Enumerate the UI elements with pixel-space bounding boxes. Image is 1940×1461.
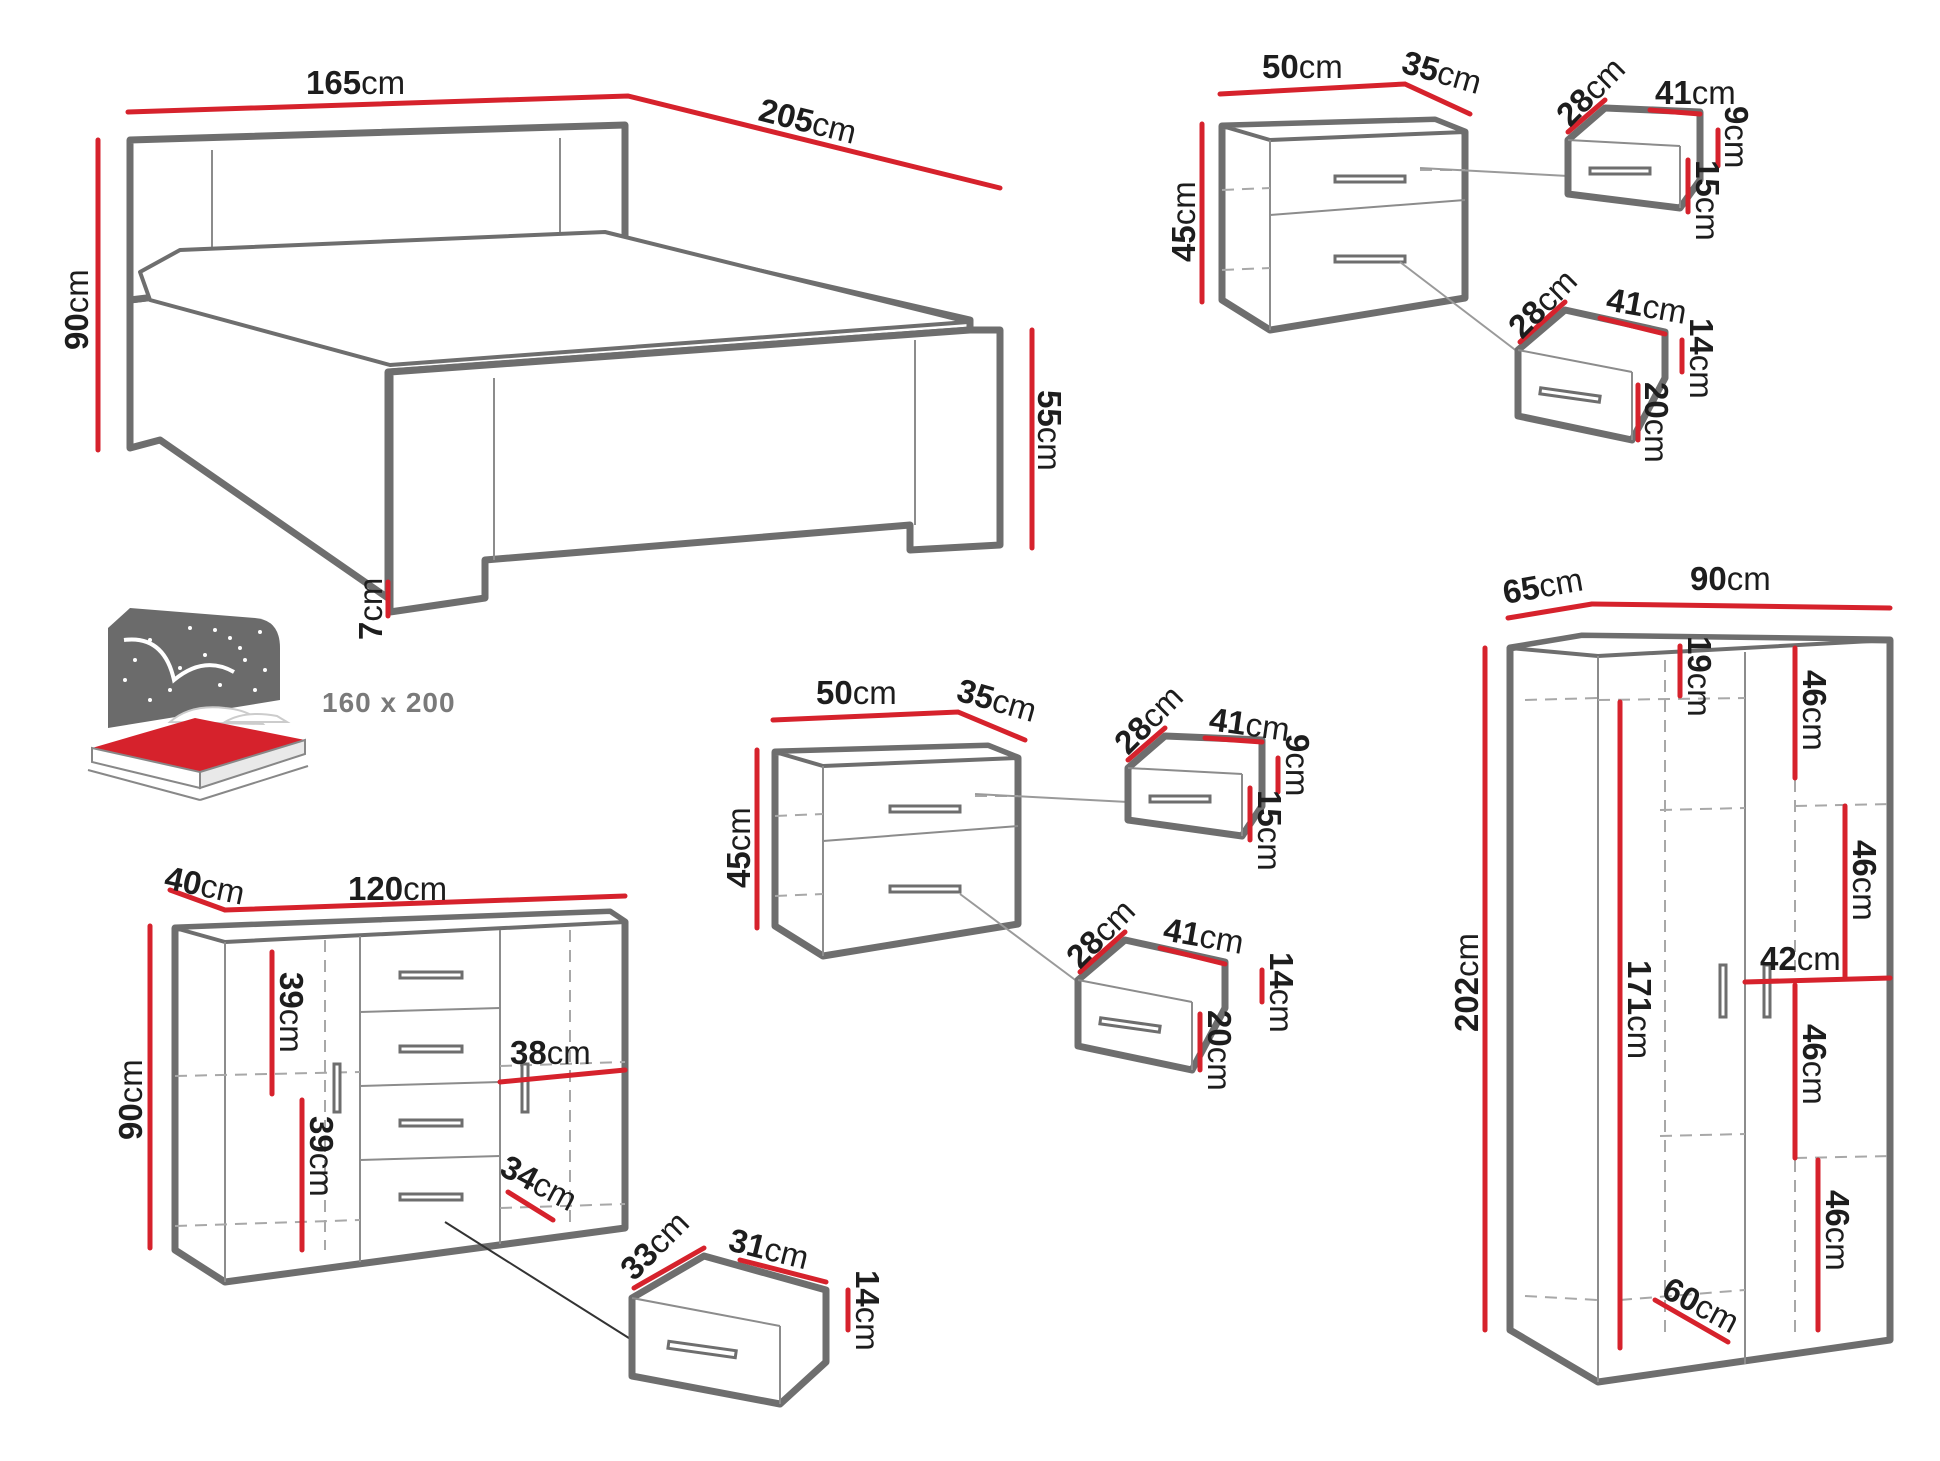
- nightstand-middle: 50cm 35cm 45cm 28cm 41cm 9cm 15cm 28cm 4…: [720, 671, 1316, 1091]
- wardrobe-shelf-2-label: 46cm: [1846, 840, 1883, 921]
- bed-footboard-height-label: 55cm: [1031, 390, 1068, 471]
- bed-headboard-height-label: 90cm: [58, 269, 95, 350]
- nightstand-middle-drawer-upper-width-label: 41cm: [1207, 700, 1292, 748]
- nightstand-top-drawer-lower-front-height-label: 20cm: [1638, 382, 1675, 463]
- wardrobe-height-label: 202cm: [1448, 933, 1485, 1032]
- chest-depth-label: 40cm: [162, 859, 249, 912]
- chest-body: [171, 908, 629, 1286]
- nightstand-top-drawer-lower: [1514, 306, 1669, 444]
- nightstand-middle-drawer-lower-front-height-label: 20cm: [1201, 1010, 1238, 1091]
- nightstand-middle-drawer-lower-inner-height-label: 14cm: [1263, 952, 1300, 1033]
- wardrobe-shelf-1-label: 46cm: [1796, 670, 1833, 751]
- chest-width-label: 120cm: [348, 870, 447, 907]
- nightstand-middle-drawer-upper: [1124, 732, 1266, 840]
- nightstand-middle-body: [771, 742, 1022, 960]
- wardrobe-handle-left: [1718, 963, 1728, 1019]
- chest-of-drawers: 40cm 120cm 90cm 39cm 39cm 38cm 34cm 33cm…: [112, 859, 886, 1408]
- nightstand-top-drawer-lower-width-label: 41cm: [1604, 280, 1690, 330]
- chest-top: [173, 910, 627, 944]
- wardrobe-shelf-width-label: 42cm: [1760, 940, 1841, 977]
- mattress-size-label: 160 x 200: [322, 687, 456, 718]
- chest-drawer-handle-1: [398, 970, 464, 980]
- chest-drawer-height-label: 14cm: [849, 1270, 886, 1351]
- chest-drawer-handle-4: [398, 1192, 464, 1202]
- chest-height-label: 90cm: [112, 1059, 149, 1140]
- nightstand-top: 50cm 35cm 45cm 28cm 41cm 9cm 15cm 28cm 4…: [1165, 43, 1755, 463]
- nightstand-top-drawer-upper-front-height-label: 15cm: [1689, 160, 1726, 241]
- nightstand-top-drawer-upper: [1564, 104, 1704, 212]
- nightstand-middle-handle-2: [888, 884, 962, 894]
- wardrobe-top: [1508, 634, 1892, 658]
- nightstand-middle-drawer-lower: [1074, 936, 1229, 1074]
- nightstand-middle-handle-1: [888, 804, 962, 814]
- wardrobe-shelf-3-label: 46cm: [1796, 1024, 1833, 1105]
- nightstand-middle-drawer-upper-front-height-label: 15cm: [1251, 790, 1288, 871]
- chest-door-handle-right: [520, 1062, 530, 1114]
- wardrobe: 65cm 90cm 202cm 19cm 171cm 46cm 46cm 42c…: [1448, 560, 1894, 1386]
- chest-right-compartment-width-label: 38cm: [510, 1034, 591, 1071]
- nightstand-top-drawer-upper-width-label: 41cm: [1655, 74, 1736, 111]
- wardrobe-top-gap-label: 19cm: [1681, 636, 1718, 717]
- nightstand-top-handle-1: [1333, 174, 1407, 184]
- nightstand-top-surface: [1220, 118, 1467, 142]
- wardrobe-hanging-height-label: 171cm: [1621, 960, 1658, 1059]
- chest-door-handle-left: [332, 1062, 342, 1114]
- bed-width-label: 165cm: [306, 64, 405, 101]
- chest-drawer-handle-3: [398, 1118, 464, 1128]
- wardrobe-shelf-4-label: 46cm: [1819, 1190, 1856, 1271]
- nightstand-top-height-label: 45cm: [1165, 181, 1202, 262]
- chest-drawer-width-label: 31cm: [725, 1221, 812, 1276]
- nightstand-top-drawer-upper-inner-height-label: 9cm: [1718, 106, 1755, 168]
- nightstand-middle-width-label: 50cm: [816, 674, 897, 711]
- chest-drawer-detail: [628, 1252, 830, 1408]
- bed-leg-height-label: 7cm: [352, 578, 389, 640]
- nightstand-top-handle-2: [1333, 254, 1407, 264]
- nightstand-middle-drawer-lower-width-label: 41cm: [1161, 910, 1247, 960]
- nightstand-top-depth-label: 35cm: [1398, 43, 1486, 101]
- nightstand-middle-surface: [773, 744, 1020, 768]
- bed-footboard: [386, 326, 1004, 616]
- nightstand-top-body: [1218, 116, 1469, 334]
- nightstand-top-width-label: 50cm: [1262, 48, 1343, 85]
- chest-drawer-handle-2: [398, 1044, 464, 1054]
- wardrobe-handle-right: [1762, 963, 1772, 1019]
- nightstand-middle-depth-label: 35cm: [953, 671, 1041, 729]
- chest-lower-compartment-label: 39cm: [303, 1116, 340, 1197]
- bed-mattress-top: [138, 230, 970, 367]
- nightstand-middle-height-label: 45cm: [720, 807, 757, 888]
- wardrobe-depth-label: 65cm: [1500, 560, 1586, 610]
- nightstand-middle-drawer-upper-inner-height-label: 9cm: [1279, 734, 1316, 796]
- bed: 165cm 205cm 90cm 55cm 7cm: [58, 64, 1068, 640]
- mattress-stars-icon: 160 x 200: [87, 608, 456, 801]
- wardrobe-width-label: 90cm: [1690, 560, 1771, 597]
- nightstand-top-drawer-lower-inner-height-label: 14cm: [1683, 318, 1720, 399]
- chest-upper-compartment-label: 39cm: [273, 972, 310, 1053]
